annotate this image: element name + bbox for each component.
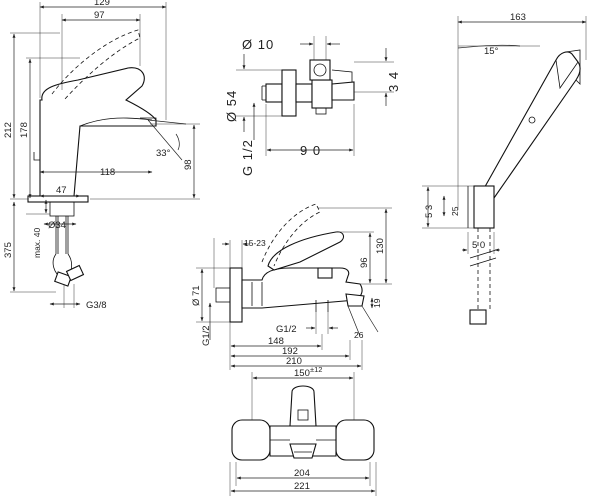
dim-148: 148: [268, 336, 284, 347]
dim-33-degree: 33°: [156, 148, 171, 159]
dim-dia-34: Ø34: [48, 220, 66, 231]
dim-210: 210: [286, 356, 302, 367]
dim-15-23: 15-23: [244, 238, 266, 248]
bath-mixer-side-drawing: 15-23 130 96 Ø 71 G1/2 19 26 G1/2: [191, 203, 392, 370]
dim-53: 5 3: [424, 205, 435, 218]
dim-50: 5 0: [472, 240, 485, 251]
dim-178: 178: [19, 122, 30, 138]
bath-mixer-front-drawing: 150 ±12 204 221: [229, 365, 377, 496]
angle-valve-drawing: Ø 10 Ø 54 3 4 9 0 G 1/2: [224, 36, 401, 176]
dim-dia-71: Ø 71: [191, 285, 202, 306]
dim-221: 221: [294, 481, 310, 492]
dim-130: 130: [375, 238, 386, 254]
dim-dia-54: Ø 54: [224, 90, 239, 122]
dim-96: 96: [359, 257, 370, 268]
dim-g12: G 1/2: [240, 139, 255, 176]
dim-212: 212: [3, 122, 14, 138]
dim-192: 192: [282, 346, 298, 357]
dim-375: 375: [3, 242, 14, 258]
dim-98: 98: [183, 159, 194, 170]
dim-163: 163: [510, 12, 526, 23]
dim-25: 25: [450, 206, 460, 216]
dim-g38: G3/8: [86, 300, 107, 311]
dim-34: 3 4: [386, 71, 401, 92]
dim-max-40: max. 40: [32, 227, 42, 258]
shower-set-drawing: 163 15° 5 3 25 5 0: [422, 12, 587, 325]
dim-204: 204: [294, 468, 310, 479]
dim-118: 118: [100, 167, 115, 178]
dim-129: 129: [94, 0, 110, 8]
dim-19: 19: [372, 298, 382, 308]
dim-g12-side: G1/2: [201, 325, 212, 346]
dim-g12-bottom: G1/2: [276, 324, 297, 335]
dim-26: 26: [354, 330, 364, 340]
dim-dia-10: Ø 10: [242, 37, 274, 52]
basin-mixer-drawing: 129 97 212 178 118 33° 98 47 max. 40: [3, 0, 200, 311]
dim-150: 150: [294, 368, 310, 379]
dim-15-degree: 15°: [484, 46, 499, 57]
dim-150-tolerance: ±12: [310, 365, 322, 374]
dim-97: 97: [94, 10, 105, 21]
dim-47: 47: [56, 185, 67, 196]
dim-90: 9 0: [300, 143, 321, 158]
